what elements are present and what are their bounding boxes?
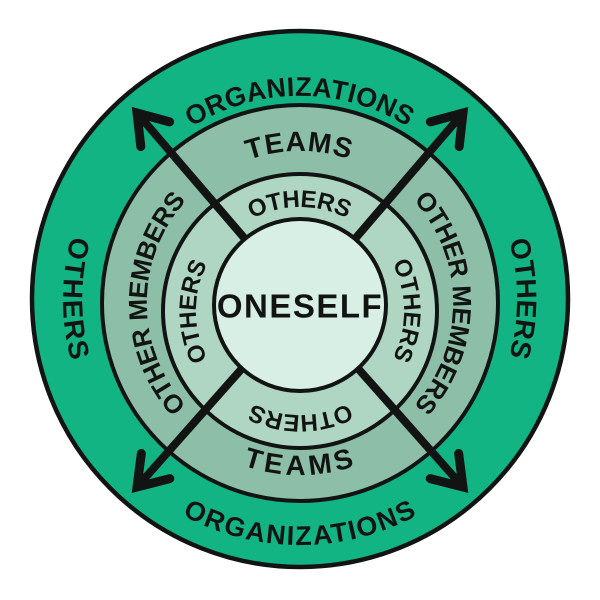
label-oneself: ONESELF	[217, 288, 383, 325]
center-circle	[212, 217, 388, 393]
